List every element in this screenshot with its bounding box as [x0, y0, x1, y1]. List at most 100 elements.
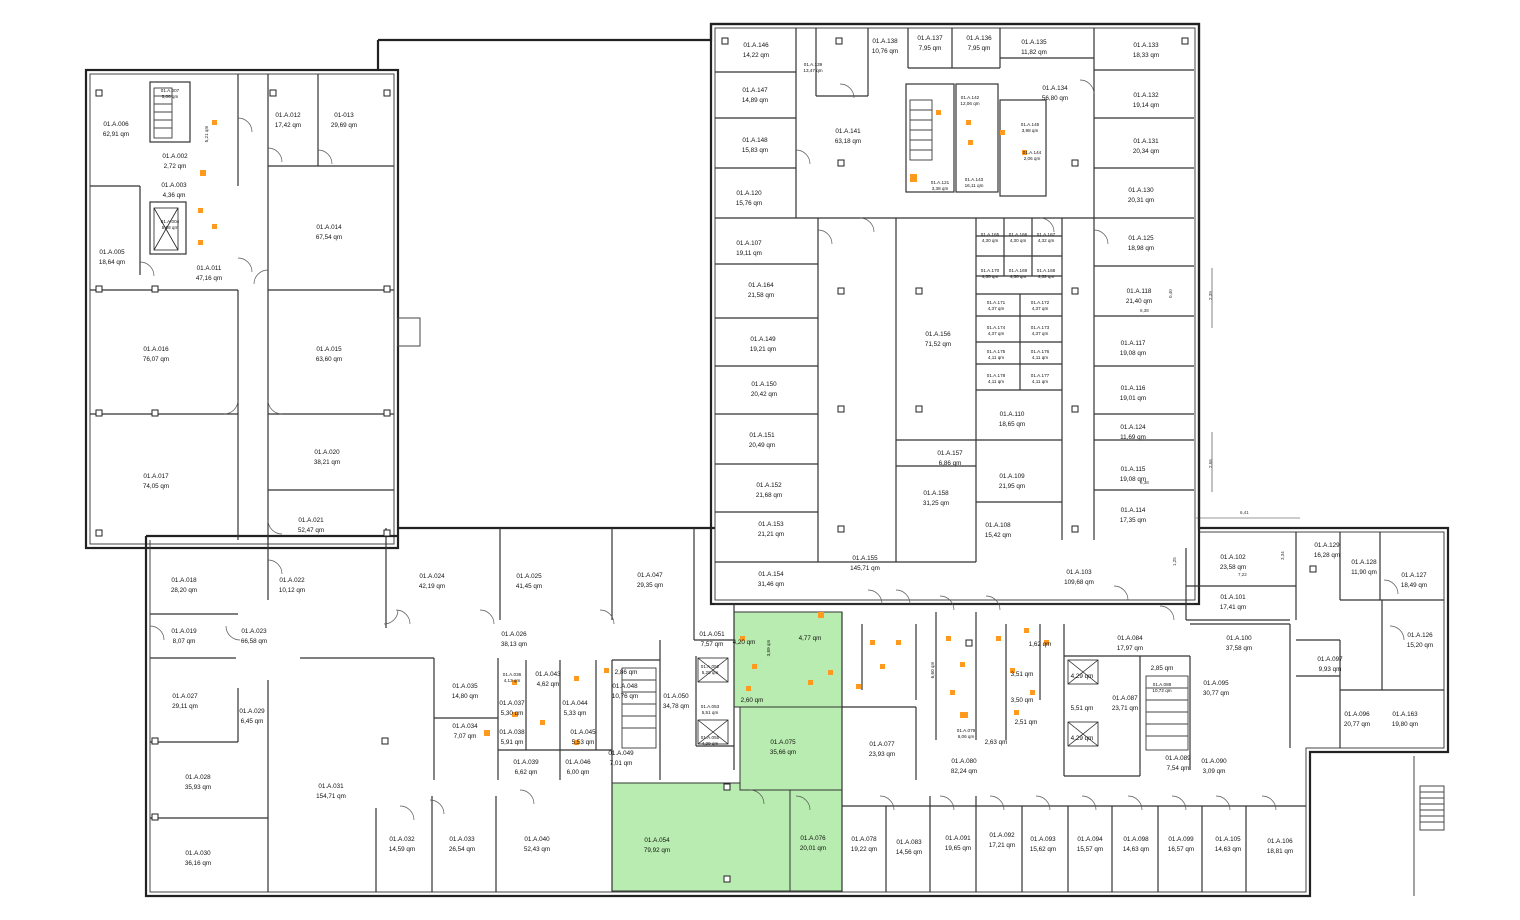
room-id-label: 01.A.080: [951, 758, 977, 765]
room-id-label: 01.A.137: [917, 35, 943, 42]
room-area-label: 7,95 qm: [968, 45, 991, 52]
room-area-label: 11,82 qm: [1021, 49, 1047, 56]
room-area-label: 14,22 qm: [743, 52, 769, 59]
room-id-label: 01.A.088: [1153, 682, 1172, 687]
room-area-label: 12,06 qm: [960, 101, 979, 106]
room-area-label: 34,78 qm: [663, 703, 689, 710]
room-id-label: 01.A.046: [565, 759, 591, 766]
room-area-label: 4,20 qm: [733, 639, 756, 646]
room-id-label: 01.A.054: [644, 837, 670, 844]
room-area-label: 18,65 qm: [999, 421, 1025, 428]
dim-label: 0,40: [1168, 289, 1173, 298]
room-id-label: 01.A.050: [663, 693, 689, 700]
room-area-label: 2,51 qm: [1015, 719, 1038, 726]
room-area-label: 4,11 qm: [988, 379, 1004, 384]
room-area-label: 16,57 qm: [1168, 846, 1194, 853]
room-id-label: 01.A.087: [1112, 695, 1138, 702]
room-area-label: 7,54 qm: [1167, 765, 1190, 772]
elevator-shafts: [153, 207, 1099, 747]
room-area-label: 17,42 qm: [275, 122, 301, 129]
room-area-label: 3,98 qm: [1022, 128, 1039, 133]
room-area-label: 4,11 qm: [988, 355, 1004, 360]
room-id-label: 01.A.147: [742, 87, 768, 94]
room-area-label: 31,25 qm: [923, 500, 949, 507]
room-id-label: 01.A.011: [197, 265, 222, 272]
room-id-label: 01.A.093: [1030, 836, 1056, 843]
room-id-label: 01.A.044: [562, 700, 588, 707]
room-id-label: 01.A.106: [1267, 838, 1293, 845]
interior-walls: [90, 28, 1444, 892]
room-area-label: 21,68 qm: [756, 492, 782, 499]
room-area-label: 2,60 qm: [741, 697, 764, 704]
dim-label: 1,25: [1172, 557, 1177, 566]
room-area-label: 18,49 qm: [1401, 582, 1427, 589]
room-id-label: 01.A.141: [835, 128, 861, 135]
room-area-label: 17,21 qm: [989, 842, 1015, 849]
room-id-label: 01.A.175: [987, 349, 1006, 354]
room-area-label: 3,50 qm: [1011, 697, 1034, 704]
room-id-label: 01.A.126: [1407, 632, 1433, 639]
room-area-label: 19,21 qm: [750, 346, 776, 353]
room-area-label: 4,30 qm: [982, 274, 999, 279]
small-room-labels: 5,21 qm 4,20 qm 3,89 qm 4,77 qm 2,60 qm …: [204, 126, 1173, 746]
room-area-label: 4,30 qm: [1010, 274, 1027, 279]
room-area-label: 4,30 qm: [982, 238, 999, 243]
dim-label: 2,39: [1208, 291, 1213, 300]
room-area-label: 21,95 qm: [999, 483, 1025, 490]
room-area-label: 17,41 qm: [1220, 604, 1246, 611]
room-id-label: 01.A.017: [143, 473, 169, 480]
dim-label: 6,38: [1140, 308, 1149, 313]
room-area-label: 2,85 qm: [1151, 665, 1174, 672]
room-area-label: 47,16 qm: [196, 275, 222, 282]
room-area-label: 10,76 qm: [612, 693, 638, 700]
room-id-label: 01.A.048: [612, 683, 638, 690]
room-id-label: 01.A.049: [608, 750, 634, 757]
room-area-label: 5,51 qm: [1071, 705, 1094, 712]
room-area-label: 52,43 qm: [524, 846, 550, 853]
room-area-label: 14,89 qm: [742, 97, 768, 104]
room-area-label: 11,69 qm: [1120, 434, 1146, 441]
room-area-label: 23,71 qm: [1112, 705, 1138, 712]
room-area-label: 5,51 qm: [702, 710, 719, 715]
room-id-label: 01.A.129: [1314, 542, 1340, 549]
room-id-label: 01.A.016: [143, 346, 169, 353]
room-id-label: 01.A.134: [1042, 85, 1068, 92]
stairwell-center: [621, 667, 657, 749]
room-id-label: 01.A.020: [314, 449, 340, 456]
room-area-label: 29,35 qm: [637, 582, 663, 589]
room-id-label: 01.A.173: [1031, 325, 1050, 330]
room-area-label: 3,51 qm: [1011, 671, 1034, 678]
room-area-label: 30,77 qm: [1203, 690, 1229, 697]
room-id-label: 01.A.007: [161, 88, 180, 93]
room-id-label: 01.A.166: [1009, 232, 1028, 237]
room-id-label: 01.A.153: [758, 521, 784, 528]
room-area-label: 15,57 qm: [1077, 846, 1103, 853]
room-area-label: 5,91 qm: [501, 739, 524, 746]
room-id-label: 01.A.091: [945, 835, 971, 842]
room-id-label: 01.A.174: [987, 325, 1006, 330]
room-id-label: 01.A.105: [1215, 836, 1241, 843]
room-area-label: 18,33 qm: [1133, 52, 1159, 59]
dim-label: 7,22: [1238, 572, 1247, 577]
room-area-label: 10,72 qm: [1152, 688, 1171, 693]
room-area-label: 74,05 qm: [143, 483, 169, 490]
room-area-label: 23,93 qm: [869, 751, 895, 758]
room-area-label: 15,42 qm: [985, 532, 1011, 539]
room-area-label: 3,09 qm: [1203, 768, 1226, 775]
room-area-label: 4,29 qm: [1071, 673, 1094, 680]
room-id-label: 01.A.144: [1023, 150, 1042, 155]
room-id-label: 01.A.133: [1133, 42, 1159, 49]
exterior-walls: [84, 22, 1450, 898]
room-id-label: 01.A.032: [389, 836, 415, 843]
room-area-label: 7,07 qm: [454, 733, 477, 740]
room-id-label: 01.A.101: [1220, 594, 1246, 601]
room-area-label: 67,54 qm: [316, 234, 342, 241]
room-id-label: 01.A.170: [981, 268, 1000, 273]
room-area-label: 2,63 qm: [985, 739, 1008, 746]
room-id-label: 01.A.098: [1123, 836, 1149, 843]
room-id-label: 01.A.095: [1203, 680, 1229, 687]
room-id-label: 01.A.152: [756, 482, 782, 489]
room-area-label: 18,98 qm: [1128, 245, 1154, 252]
room-id-label: 01.A.033: [449, 836, 475, 843]
room-area-label: 6,06 qm: [958, 734, 975, 739]
